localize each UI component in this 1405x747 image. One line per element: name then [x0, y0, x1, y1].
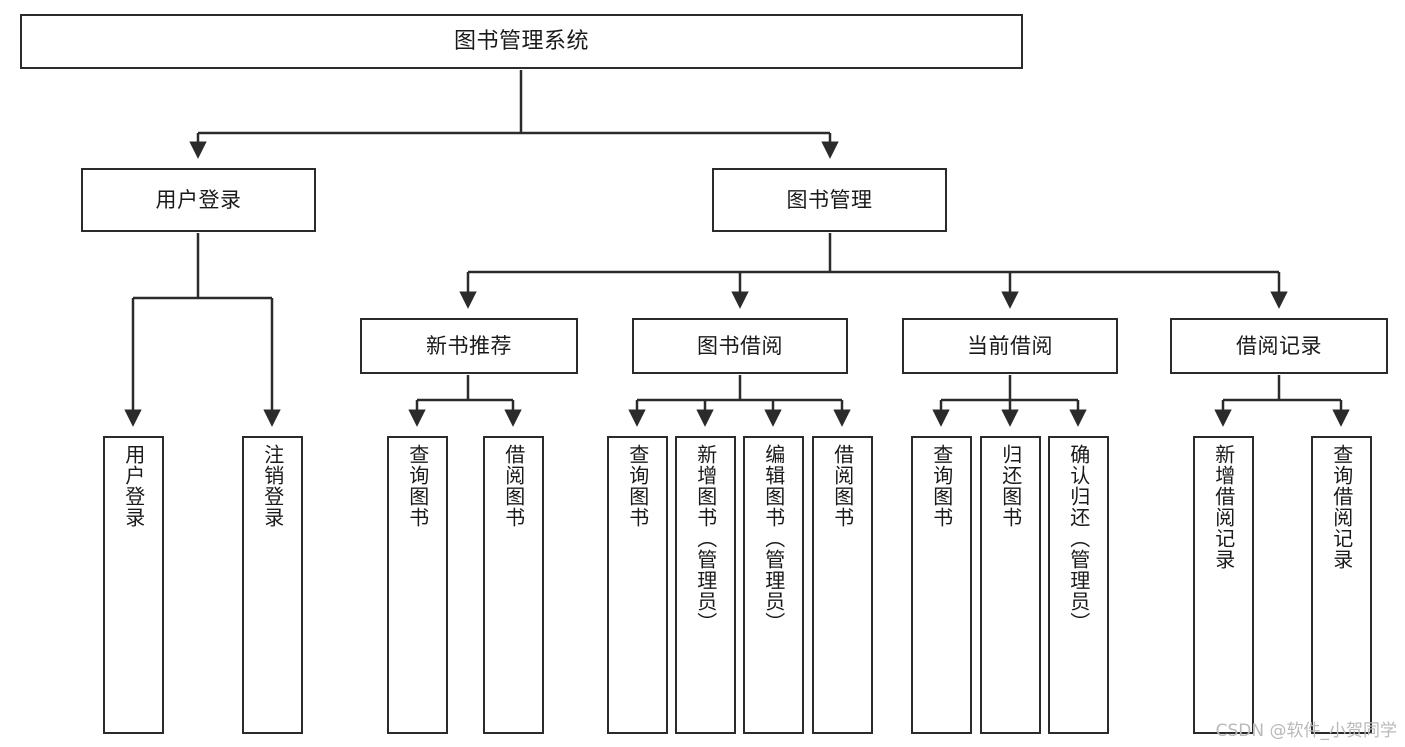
node-book-manage[interactable]: 图书管理	[712, 168, 947, 232]
node-label: 图书管理	[786, 187, 873, 212]
node-label: 图书管理系统	[453, 28, 589, 54]
node-leaf-add-book[interactable]: 新增图书（管理员）	[675, 436, 736, 734]
node-label: 用户登录	[121, 444, 146, 528]
node-borrow-record[interactable]: 借阅记录	[1170, 318, 1388, 374]
node-label: 确认归还（管理员）	[1066, 444, 1091, 633]
node-leaf-user-logout[interactable]: 注销登录	[242, 436, 303, 734]
node-leaf-query-book-2[interactable]: 查询图书	[607, 436, 668, 734]
node-label: 借阅图书	[501, 444, 526, 528]
watermark-text: CSDN @软件_小贺同学	[1215, 721, 1397, 741]
node-label: 查询图书	[625, 444, 650, 528]
node-leaf-query-book-1[interactable]: 查询图书	[387, 436, 448, 734]
node-current-borrow[interactable]: 当前借阅	[902, 318, 1118, 374]
node-leaf-query-record[interactable]: 查询借阅记录	[1311, 436, 1372, 734]
node-label: 借阅记录	[1236, 333, 1322, 358]
node-leaf-confirm-return[interactable]: 确认归还（管理员）	[1048, 436, 1109, 734]
node-label: 新增图书（管理员）	[693, 444, 718, 633]
node-leaf-user-login[interactable]: 用户登录	[103, 436, 164, 734]
node-root-system[interactable]: 图书管理系统	[20, 14, 1023, 69]
node-label: 新书推荐	[426, 333, 512, 358]
node-label: 用户登录	[155, 187, 242, 212]
node-leaf-query-book-3[interactable]: 查询图书	[911, 436, 972, 734]
node-label: 查询借阅记录	[1329, 444, 1354, 570]
node-label: 借阅图书	[830, 444, 855, 528]
node-leaf-borrow-book-2[interactable]: 借阅图书	[812, 436, 873, 734]
node-book-borrow[interactable]: 图书借阅	[632, 318, 848, 374]
node-leaf-return-book[interactable]: 归还图书	[980, 436, 1041, 734]
node-leaf-edit-book[interactable]: 编辑图书（管理员）	[743, 436, 804, 734]
node-label: 编辑图书（管理员）	[761, 444, 786, 633]
node-new-book-recommend[interactable]: 新书推荐	[360, 318, 578, 374]
node-label: 查询图书	[405, 444, 430, 528]
node-label: 图书借阅	[697, 333, 783, 358]
node-leaf-borrow-book-1[interactable]: 借阅图书	[483, 436, 544, 734]
node-label: 当前借阅	[967, 333, 1053, 358]
node-leaf-add-record[interactable]: 新增借阅记录	[1193, 436, 1254, 734]
node-label: 归还图书	[998, 444, 1023, 528]
node-label: 新增借阅记录	[1211, 444, 1236, 570]
node-label: 查询图书	[929, 444, 954, 528]
node-label: 注销登录	[260, 444, 285, 528]
node-user-login[interactable]: 用户登录	[81, 168, 316, 232]
